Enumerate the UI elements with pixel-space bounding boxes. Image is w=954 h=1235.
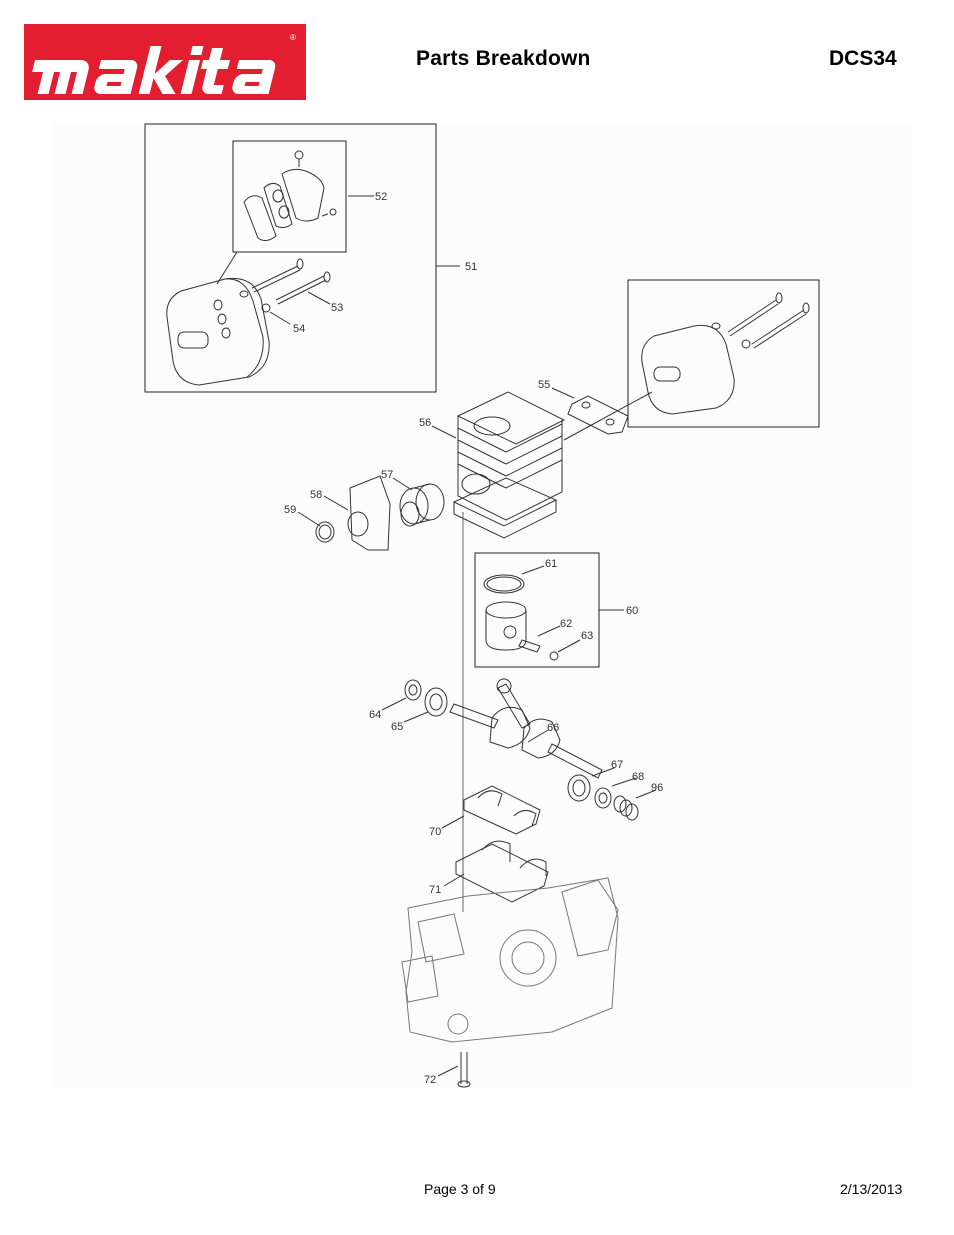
callout-70: 70 — [429, 826, 441, 838]
callout-67: 67 — [611, 759, 623, 771]
leader-61 — [521, 565, 545, 575]
leader-57 — [392, 477, 413, 491]
seal-68 — [594, 787, 612, 809]
muffler-assembly-frame — [144, 123, 437, 393]
muffler-reference-drawing — [641, 292, 810, 415]
bearing-67 — [567, 774, 591, 802]
bearing-64 — [404, 679, 422, 701]
leader-54 — [269, 311, 291, 325]
piston-parts — [483, 574, 559, 661]
leader-62 — [537, 625, 561, 637]
leader-66 — [527, 729, 549, 743]
callout-59: 59 — [284, 504, 296, 516]
callout-52: 52 — [375, 191, 387, 203]
leader-63 — [557, 639, 581, 653]
callout-54: 54 — [293, 323, 305, 335]
makita-logo-graphic: ® — [24, 24, 306, 100]
leader-53 — [307, 291, 331, 305]
callout-62: 62 — [560, 618, 572, 630]
page-title: Parts Breakdown — [416, 47, 591, 70]
bolt-72 — [457, 1052, 471, 1088]
engine-case-drawing — [401, 877, 619, 1043]
leader-65 — [403, 711, 429, 723]
logo-lettering — [32, 46, 276, 94]
callout-56: 56 — [419, 417, 431, 429]
callout-51: 51 — [465, 261, 477, 273]
leader-72 — [437, 1065, 459, 1077]
callout-96: 96 — [651, 782, 663, 794]
callout-53: 53 — [331, 302, 343, 314]
model-number: DCS34 — [829, 47, 897, 70]
crankshaft-66 — [449, 678, 603, 779]
callout-66: 66 — [547, 722, 559, 734]
leader-70 — [441, 815, 465, 829]
callout-64: 64 — [369, 709, 381, 721]
leader-inset — [216, 251, 238, 285]
crankcase-half-71 — [455, 840, 549, 903]
diagram-drawing: 51 52 53 54 55 56 57 58 59 60 61 62 63 6… — [144, 123, 820, 1088]
exploded-parts-diagram: 51 52 53 54 55 56 57 58 59 60 61 62 63 6… — [52, 122, 912, 1088]
clamp-59 — [315, 521, 335, 543]
muffler-bolts — [239, 258, 331, 313]
callout-63: 63 — [581, 630, 593, 642]
callout-61: 61 — [545, 558, 557, 570]
leader-56 — [431, 425, 457, 439]
intake-flange-57 — [399, 483, 445, 527]
makita-logo: ® — [24, 24, 306, 100]
leader-59 — [297, 511, 321, 527]
leader-55 — [551, 387, 575, 399]
muffler-body — [166, 277, 270, 386]
callout-72: 72 — [424, 1074, 436, 1086]
callout-58: 58 — [310, 489, 322, 501]
leader-58 — [323, 495, 349, 511]
muffler-cover-parts — [243, 150, 337, 242]
piston-assembly-frame — [474, 552, 600, 668]
callout-65: 65 — [391, 721, 403, 733]
callout-71: 71 — [429, 884, 441, 896]
leader-67 — [591, 767, 615, 777]
callout-68: 68 — [632, 771, 644, 783]
gasket-55 — [567, 395, 629, 435]
registered-mark: ® — [290, 33, 296, 42]
leader-64 — [381, 697, 407, 711]
bearing-65 — [424, 687, 448, 717]
leader-68 — [611, 777, 637, 787]
leader-96 — [635, 789, 657, 799]
spring-96 — [613, 795, 639, 821]
crankcase-gasket-70 — [463, 785, 541, 835]
muffler-reference-frame — [627, 279, 820, 428]
document-date: 2/13/2013 — [840, 1181, 903, 1197]
callout-57: 57 — [381, 469, 393, 481]
cylinder-56 — [452, 391, 566, 539]
intake-manifold-58 — [347, 475, 391, 551]
callout-60: 60 — [626, 605, 638, 617]
muffler-cover-inset-frame — [232, 140, 347, 253]
page-number: Page 3 of 9 — [424, 1181, 496, 1197]
callout-55: 55 — [538, 379, 550, 391]
leader-71 — [443, 873, 465, 887]
leader-muffler-to-cylinder — [563, 391, 653, 441]
